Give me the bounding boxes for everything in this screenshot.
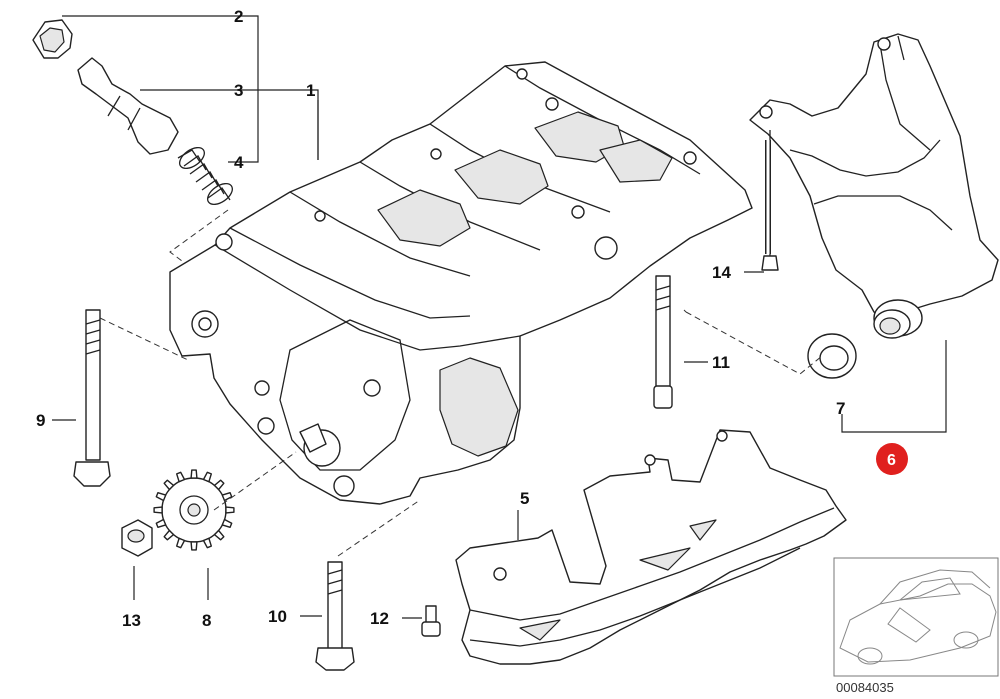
callout-9: 9 [36,411,45,430]
callout-3: 3 [234,81,243,100]
callout-5: 5 [520,489,529,508]
bolt-10-part [315,561,355,671]
sprocket-tooth [202,537,212,549]
nut-part [121,519,153,557]
sprocket-tooth [190,541,198,551]
oil-pump-housing-part [169,61,753,505]
sprocket-tooth [202,471,212,483]
callout-1: 1 [306,81,315,100]
callout-12: 12 [370,609,389,628]
sprocket-tooth [221,518,233,528]
vehicle-thumbnail [833,557,999,677]
sprocket-tooth [221,492,233,502]
bolt-9-part [73,309,111,487]
sprocket-tooth [155,518,167,528]
valve-spring-part [177,146,234,206]
sprocket-tooth [225,506,235,514]
oil-pickup-pipe-part [749,33,999,339]
callout-7: 7 [836,399,845,418]
valve-plug-part [32,19,73,59]
sprocket-part [153,469,235,551]
callout-2: 2 [234,7,243,26]
sprocket-tooth [213,529,225,541]
callout-8: 8 [202,611,211,630]
sprocket-tooth [155,492,167,502]
callout-14: 14 [712,263,731,282]
sprocket-tooth [163,479,175,491]
relief-valve-piston-part [77,57,179,155]
bolt-11-part [653,275,673,409]
callout-10: 10 [268,607,287,626]
callout-13: 13 [122,611,141,630]
sprocket-tooth [176,471,186,483]
callout-6: 6 [887,452,896,469]
sprocket-tooth [153,506,163,514]
screw-12-part [421,605,441,637]
callout-11: 11 [712,353,730,372]
baffle-plate-part [455,429,847,665]
reference-code: 00084035 [836,680,894,695]
screw-14-part [761,130,779,271]
sprocket-tooth [213,479,225,491]
sprocket-tooth [163,529,175,541]
callout-6-badge [876,443,908,475]
sprocket-tooth [176,537,186,549]
callout-4: 4 [234,153,244,172]
sprocket-tooth [190,469,198,479]
seal-ring-part [807,333,857,379]
callout-6-highlight[interactable]: 6 [876,443,908,475]
